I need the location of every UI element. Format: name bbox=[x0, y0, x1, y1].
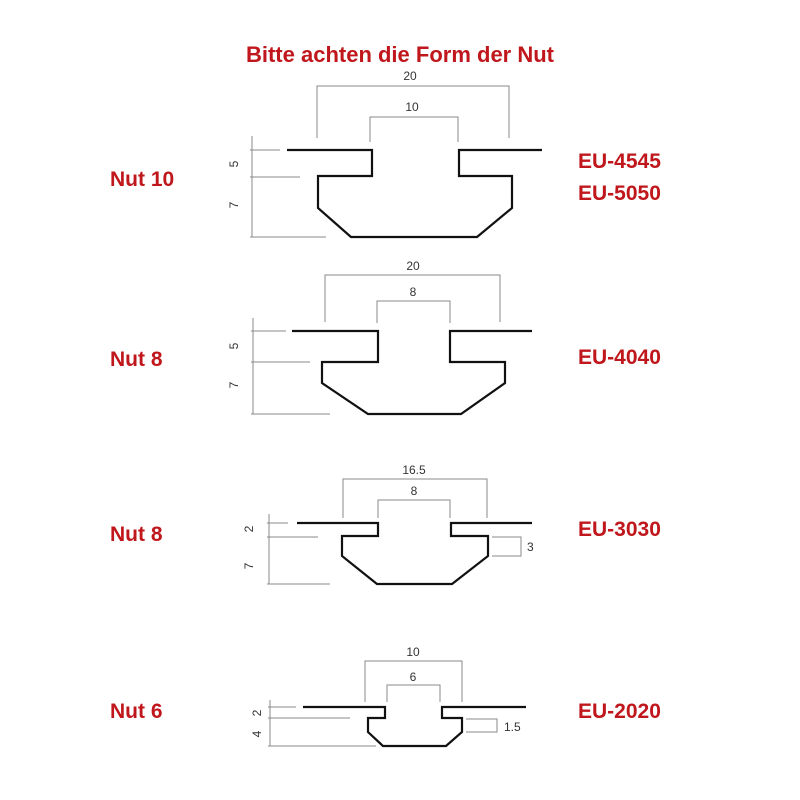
profile-code-1a: EU-4545 bbox=[578, 150, 661, 173]
dim-2-top: 5 bbox=[227, 342, 241, 349]
profile-1: 20 10 5 7 bbox=[227, 69, 542, 239]
dim-1-inner: 10 bbox=[405, 100, 419, 114]
dim-3-bottom: 7 bbox=[242, 562, 256, 569]
profile-2-outline bbox=[292, 329, 532, 416]
profile-4: 10 6 1.5 2 4 bbox=[250, 645, 526, 748]
dim-1-outer: 20 bbox=[403, 69, 417, 83]
nut-label-1: Nut 10 bbox=[110, 168, 175, 191]
dim-2-bottom: 7 bbox=[227, 381, 241, 388]
diagram-title: Bitte achten die Form der Nut bbox=[245, 42, 555, 67]
dim-3-inner: 8 bbox=[411, 484, 418, 498]
dim-4-inner: 6 bbox=[410, 670, 417, 684]
profile-2: 20 8 5 7 bbox=[227, 259, 532, 416]
profile-code-3: EU-3030 bbox=[578, 518, 661, 541]
dim-4-outer: 10 bbox=[406, 645, 420, 659]
profile-code-2: EU-4040 bbox=[578, 346, 661, 369]
dim-1-top: 5 bbox=[227, 160, 241, 167]
dim-4-top: 2 bbox=[250, 709, 264, 716]
dim-4-bottom: 4 bbox=[250, 730, 264, 737]
dim-4-side: 1.5 bbox=[504, 720, 521, 734]
profile-code-4: EU-2020 bbox=[578, 700, 661, 723]
nut-label-2: Nut 8 bbox=[110, 348, 163, 371]
nut-label-4: Nut 6 bbox=[110, 700, 163, 723]
profile-1-outline bbox=[287, 148, 542, 239]
profile-3-outline bbox=[297, 521, 532, 586]
dim-3-side: 3 bbox=[527, 540, 534, 554]
profile-3: 16.5 8 3 2 7 bbox=[242, 463, 534, 586]
dim-3-top: 2 bbox=[242, 525, 256, 532]
nut-label-3: Nut 8 bbox=[110, 523, 163, 546]
dim-1-bottom: 7 bbox=[227, 201, 241, 208]
dim-3-outer: 16.5 bbox=[402, 463, 426, 477]
profile-code-1b: EU-5050 bbox=[578, 182, 661, 205]
dim-2-inner: 8 bbox=[410, 285, 417, 299]
dim-2-outer: 20 bbox=[406, 259, 420, 273]
profile-4-outline bbox=[303, 705, 526, 748]
